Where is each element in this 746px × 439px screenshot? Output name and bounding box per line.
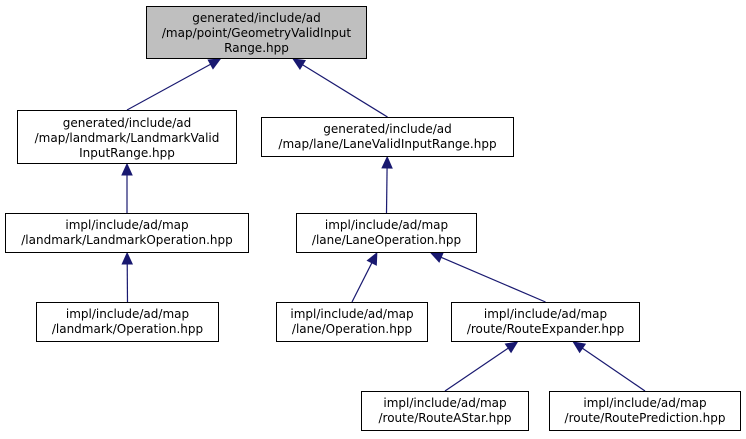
node-line: generated/include/ad: [192, 11, 321, 25]
arrowhead-lane-op-to-lane-operation: [366, 251, 378, 266]
node-line: impl/include/ad/map: [65, 307, 190, 321]
edge-route-astar-to-route-expander: [444, 347, 509, 392]
arrowhead-route-expander-to-lane-operation: [429, 252, 444, 263]
node-line: /route/RouteExpander.hpp: [466, 322, 625, 336]
node-line: /lane/Operation.hpp: [291, 322, 413, 336]
node-line: impl/include/ad/map: [383, 396, 507, 410]
node-line: impl/include/ad/map: [583, 396, 707, 410]
node-landmark-operation-hpp[interactable]: impl/include/ad/map /landmark/Operation.…: [36, 302, 219, 342]
node-line: generated/include/ad: [62, 116, 192, 130]
arrowhead-landmark-operation-to-landmark-valid: [121, 162, 133, 176]
node-line: /route/RouteAStar.hpp: [378, 411, 512, 425]
node-route-astar[interactable]: impl/include/ad/map /route/RouteAStar.hp…: [361, 391, 529, 431]
edge-lane-valid-to-geometry: [302, 64, 388, 118]
node-line: impl/include/ad/map: [324, 218, 449, 232]
arrowhead-landmark-valid-to-geometry: [207, 58, 222, 70]
node-route-expander[interactable]: impl/include/ad/map /route/RouteExpander…: [451, 302, 640, 342]
node-line: /map/landmark/LandmarkValid: [34, 131, 220, 145]
node-line: /landmark/LandmarkOperation.hpp: [21, 233, 233, 247]
arrowhead-landmark-op-to-landmark-operation: [121, 251, 134, 265]
node-landmark-operation[interactable]: impl/include/ad/map /landmark/LandmarkOp…: [5, 213, 249, 253]
node-line: /map/lane/LaneValidInputRange.hpp: [278, 137, 497, 151]
node-line: generated/include/ad: [323, 122, 452, 136]
arrowhead-lane-operation-to-lane-valid: [381, 155, 393, 169]
node-line: /lane/LaneOperation.hpp: [311, 233, 462, 247]
arrowhead-lane-valid-to-geometry: [292, 58, 307, 70]
node-line: Range.hpp: [224, 41, 289, 55]
node-line: impl/include/ad/map: [483, 307, 608, 321]
node-line: /route/RoutePrediction.hpp: [564, 411, 726, 425]
edge-lane-op-to-lane-operation: [351, 262, 373, 303]
node-lane-operation-hpp[interactable]: impl/include/ad/map /lane/Operation.hpp: [276, 302, 428, 342]
node-lane-valid-input-range[interactable]: generated/include/ad /map/lane/LaneValid…: [261, 117, 514, 157]
node-line: impl/include/ad/map: [65, 218, 189, 232]
node-line: impl/include/ad/map: [290, 307, 414, 321]
arrowhead-route-astar-to-route-expander: [504, 341, 519, 354]
node-lane-operation[interactable]: impl/include/ad/map /lane/LaneOperation.…: [296, 213, 477, 253]
arrowhead-route-prediction-to-route-expander: [572, 341, 587, 354]
node-line: /map/point/GeometryValidInput: [161, 26, 352, 40]
edge-route-expander-to-lane-operation: [440, 256, 546, 303]
edge-route-prediction-to-route-expander: [582, 347, 646, 392]
edge-lane-operation-to-lane-valid: [385, 167, 388, 214]
edge-landmark-valid-to-geometry: [126, 63, 211, 111]
node-line: InputRange.hpp: [79, 146, 175, 160]
node-landmark-valid-input-range[interactable]: generated/include/ad /map/landmark/Landm…: [17, 110, 237, 164]
node-line: /landmark/Operation.hpp: [51, 322, 204, 336]
node-route-prediction[interactable]: impl/include/ad/map /route/RoutePredicti…: [549, 391, 741, 431]
node-geometry-valid-input-range: generated/include/ad /map/point/Geometry…: [146, 6, 367, 59]
